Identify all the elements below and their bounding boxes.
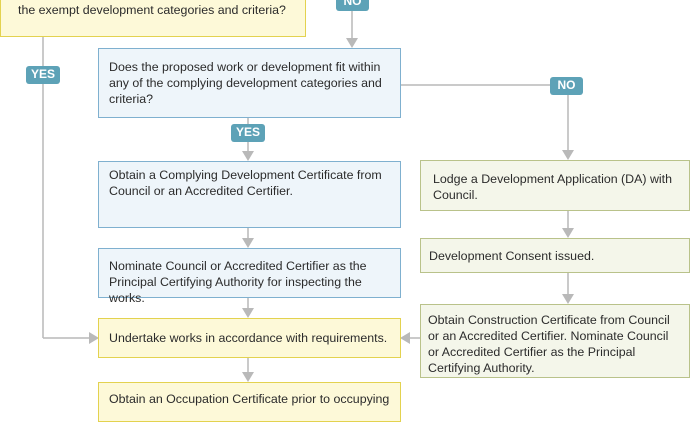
obtain-occupation-box: Obtain an Occupation Certificate prior t… (98, 382, 401, 422)
undertake-works-text: Undertake works in accordance with requi… (109, 331, 388, 345)
exempt-question-box: the exempt development categories and cr… (0, 0, 306, 37)
consent-issued-text: Development Consent issued. (429, 249, 595, 263)
no-label-right: NO (550, 77, 583, 95)
nominate-pca-text: Nominate Council or Accredited Certifier… (109, 259, 367, 305)
obtain-occupation-text: Obtain an Occupation Certificate prior t… (109, 392, 390, 406)
complying-question-text: Does the proposed work or development fi… (109, 60, 382, 106)
obtain-construction-box: Obtain Construction Certificate from Cou… (420, 304, 690, 378)
consent-issued-box: Development Consent issued. (420, 238, 690, 273)
exempt-question-text: the exempt development categories and cr… (18, 3, 286, 17)
complying-question-box: Does the proposed work or development fi… (98, 48, 401, 118)
obtain-cdc-box: Obtain a Complying Development Certifica… (98, 161, 401, 228)
flow-connectors (42, 0, 574, 382)
nominate-pca-box: Nominate Council or Accredited Certifier… (98, 248, 401, 305)
lodge-da-text: Lodge a Development Application (DA) wit… (433, 172, 672, 202)
obtain-construction-text: Obtain Construction Certificate from Cou… (428, 313, 670, 375)
yes-label-mid: YES (231, 124, 265, 142)
yes-label-left: YES (26, 66, 60, 84)
lodge-da-box: Lodge a Development Application (DA) wit… (420, 160, 690, 211)
no-label-top: NO (336, 0, 369, 11)
undertake-works-box: Undertake works in accordance with requi… (98, 318, 401, 358)
obtain-cdc-text: Obtain a Complying Development Certifica… (109, 168, 382, 198)
